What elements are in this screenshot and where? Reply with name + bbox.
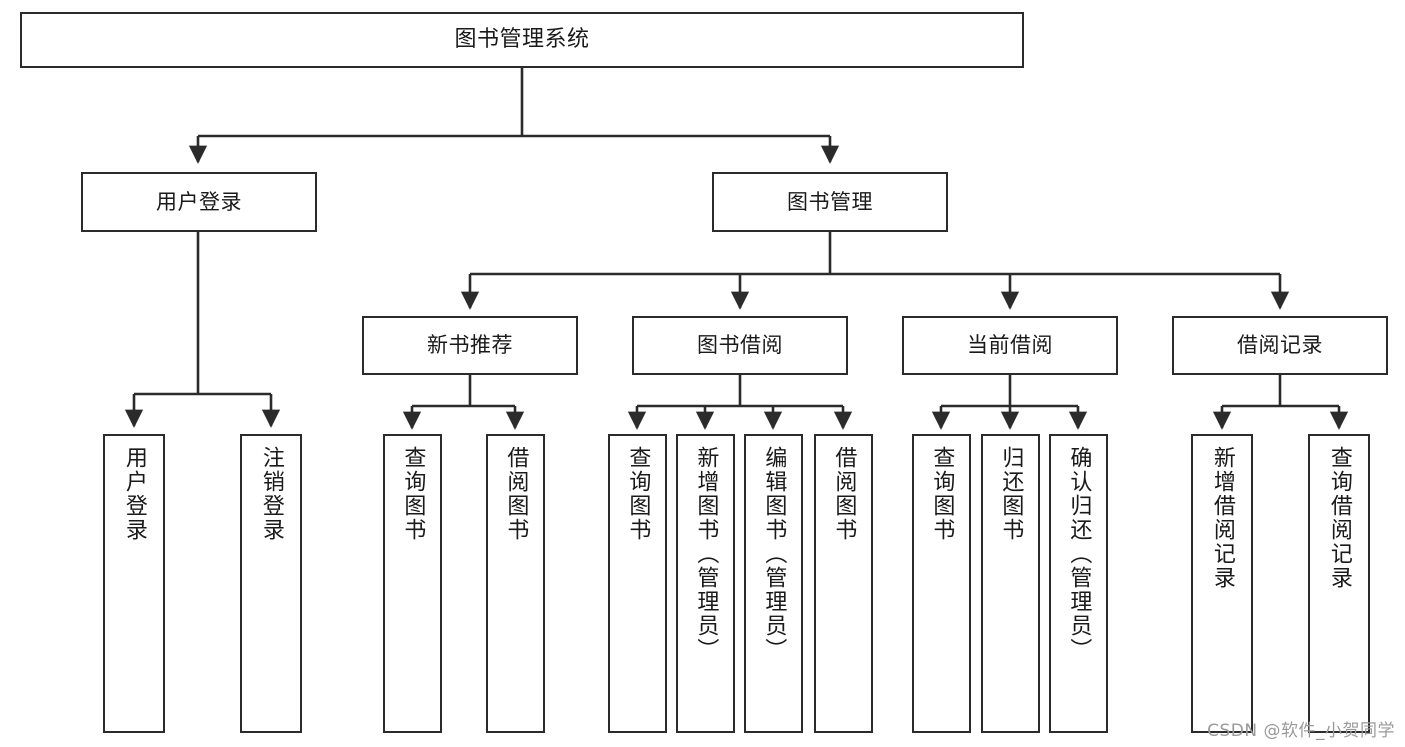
node-root[interactable]: 图书管理系统 <box>20 12 1024 68</box>
leaf-borrow-book[interactable]: 借阅图书 <box>814 434 873 733</box>
leaf-confirm-return-admin-label: 确认归还（管理员） <box>1066 446 1092 662</box>
leaf-confirm-return-admin[interactable]: 确认归还（管理员） <box>1049 434 1108 733</box>
csdn-watermark: CSDN @软件_小贺同学 <box>1207 721 1395 741</box>
leaf-borrow-book-label: 借阅图书 <box>831 446 857 542</box>
leaf-logout[interactable]: 注销登录 <box>240 434 302 733</box>
node-book-management-label: 图书管理 <box>787 189 873 214</box>
leaf-return-book-label: 归还图书 <box>998 446 1024 542</box>
leaf-add-borrow-record[interactable]: 新增借阅记录 <box>1191 434 1253 733</box>
node-current-borrow[interactable]: 当前借阅 <box>902 316 1118 375</box>
leaf-query-book-current[interactable]: 查询图书 <box>912 434 971 733</box>
leaf-query-book-borrow[interactable]: 查询图书 <box>608 434 667 733</box>
leaf-add-book-admin-label: 新增图书（管理员） <box>693 446 719 662</box>
leaf-return-book[interactable]: 归还图书 <box>981 434 1040 733</box>
node-book-management[interactable]: 图书管理 <box>712 172 948 232</box>
leaf-user-login-label: 用户登录 <box>121 446 147 542</box>
node-borrow-record[interactable]: 借阅记录 <box>1172 316 1388 375</box>
node-book-borrow[interactable]: 图书借阅 <box>632 316 848 375</box>
leaf-borrow-book-newbook[interactable]: 借阅图书 <box>486 434 545 733</box>
node-user-login-label: 用户登录 <box>156 189 242 214</box>
leaf-query-borrow-record-label: 查询借阅记录 <box>1326 446 1352 590</box>
leaf-query-book-borrow-label: 查询图书 <box>625 446 651 542</box>
leaf-edit-book-admin-label: 编辑图书（管理员） <box>761 446 787 662</box>
leaf-query-book-current-label: 查询图书 <box>929 446 955 542</box>
leaf-edit-book-admin[interactable]: 编辑图书（管理员） <box>744 434 803 733</box>
leaf-user-login[interactable]: 用户登录 <box>103 434 165 733</box>
leaf-borrow-book-newbook-label: 借阅图书 <box>503 446 529 542</box>
node-borrow-record-label: 借阅记录 <box>1237 333 1323 358</box>
leaf-query-book-newbook[interactable]: 查询图书 <box>383 434 442 733</box>
leaf-logout-label: 注销登录 <box>258 446 284 542</box>
node-book-borrow-label: 图书借阅 <box>697 333 783 358</box>
node-root-label: 图书管理系统 <box>454 27 590 53</box>
node-user-login[interactable]: 用户登录 <box>81 172 317 232</box>
leaf-query-borrow-record[interactable]: 查询借阅记录 <box>1308 434 1370 733</box>
node-new-book-recommend-label: 新书推荐 <box>427 333 513 358</box>
leaf-add-borrow-record-label: 新增借阅记录 <box>1209 446 1235 590</box>
leaf-add-book-admin[interactable]: 新增图书（管理员） <box>676 434 735 733</box>
node-current-borrow-label: 当前借阅 <box>967 333 1053 358</box>
node-new-book-recommend[interactable]: 新书推荐 <box>362 316 578 375</box>
leaf-query-book-newbook-label: 查询图书 <box>400 446 426 542</box>
